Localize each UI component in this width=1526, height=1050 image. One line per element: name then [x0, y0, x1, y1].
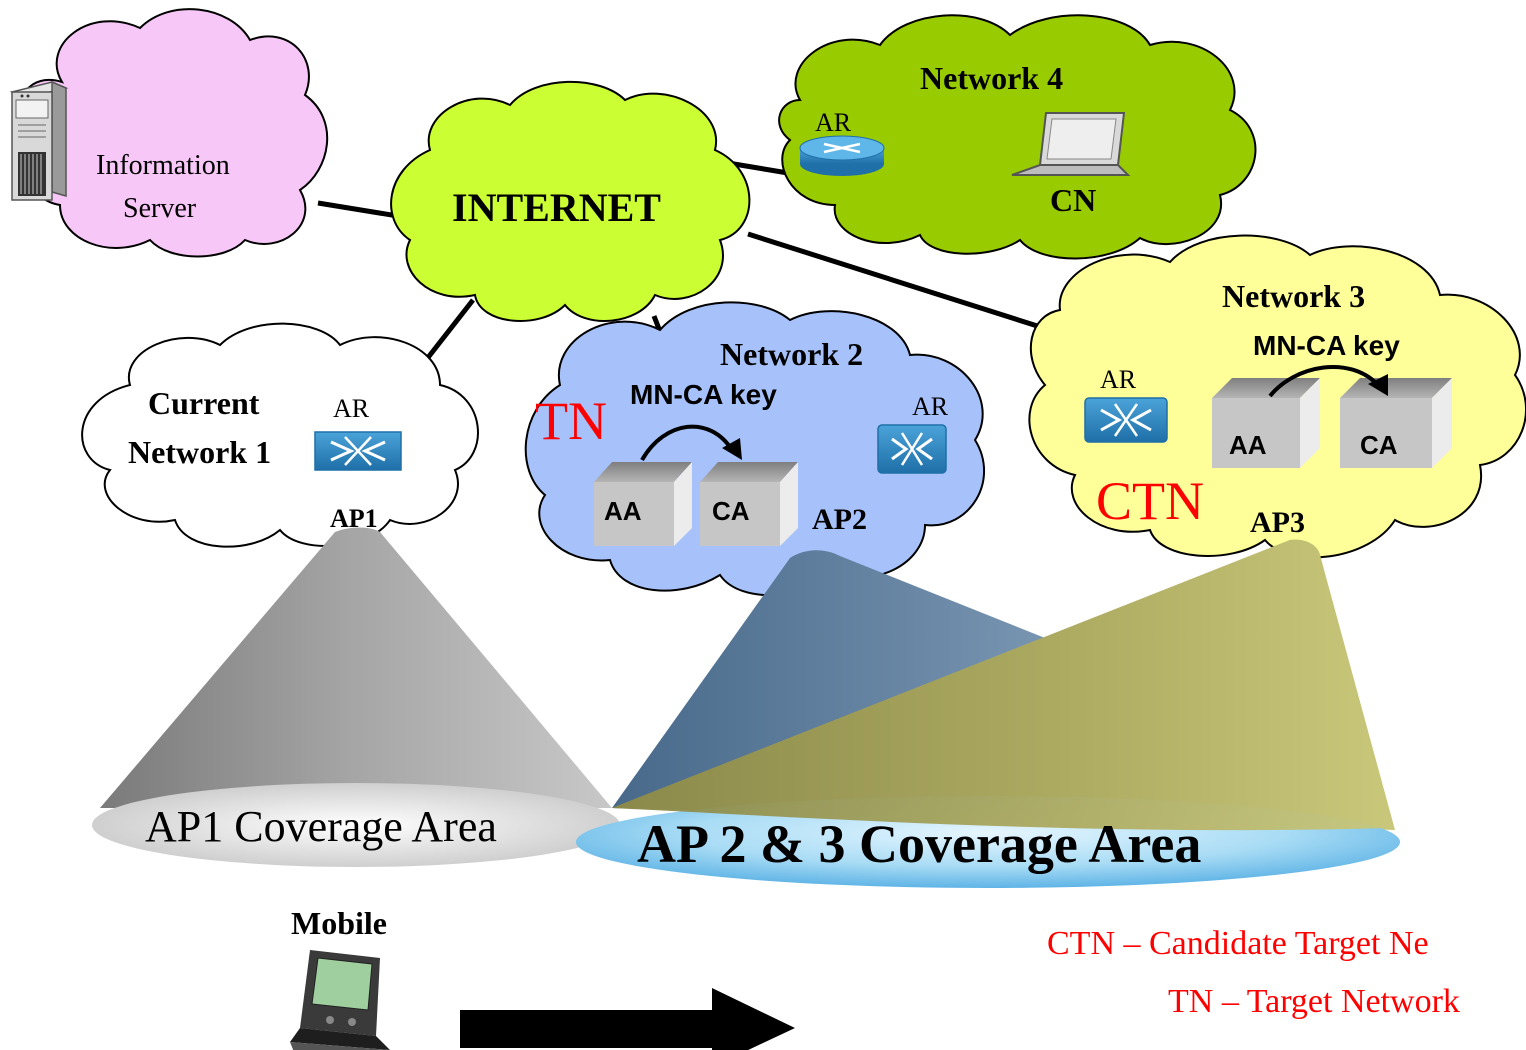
network3-router-icon: [1084, 397, 1168, 443]
internet-label: INTERNET: [452, 185, 661, 230]
network1-cloud: [81, 322, 479, 548]
network3-ca-label: CA: [1360, 430, 1398, 460]
network1-router-label: AR: [333, 394, 370, 423]
network3-router-label: AR: [1100, 365, 1137, 394]
network2-aa-box: [594, 462, 692, 546]
network3-ca-box: [1340, 378, 1452, 468]
network2-aa-label: AA: [604, 496, 642, 526]
ap23-coverage-label: AP 2 & 3 Coverage Area: [637, 814, 1202, 874]
network1-label-line2: Network 1: [128, 434, 272, 470]
network4-label: Network 4: [920, 60, 1064, 96]
info-server-label-line1: Information: [96, 150, 230, 181]
network1-label-line1: Current: [148, 385, 260, 421]
ap3-label: AP3: [1250, 506, 1305, 539]
network4-host-label: CN: [1050, 182, 1097, 218]
mobile-label: Mobile: [291, 905, 387, 941]
ap1-coverage-cone: [100, 527, 612, 808]
ap2-label: AP2: [812, 503, 867, 536]
network3-key-label: MN-CA key: [1253, 330, 1400, 361]
network3-ctn-tag: CTN: [1096, 471, 1204, 531]
server-icon: [9, 80, 69, 201]
link-internet-net3: [747, 231, 1051, 333]
network4-cloud: [778, 14, 1257, 260]
mobile-device-icon: [290, 950, 390, 1050]
network1-router-icon: [314, 431, 402, 471]
network2-label: Network 2: [720, 336, 864, 372]
network3-key-arrow: [1268, 364, 1380, 398]
network3-aa-box: [1212, 378, 1320, 468]
network4-router-label: AR: [815, 108, 852, 137]
network3-aa-label: AA: [1229, 430, 1267, 460]
network3-key-arrowhead: [1368, 374, 1388, 396]
movement-arrow: [460, 988, 795, 1050]
network2-ca-label: CA: [712, 496, 750, 526]
legend-tn: TN – Target Network: [1168, 983, 1460, 1020]
network4-router-icon: [799, 135, 885, 176]
network3-label: Network 3: [1222, 278, 1366, 314]
ap1-coverage-ellipse: [92, 783, 620, 867]
network2-router-label: AR: [912, 392, 949, 421]
network2-key-label: MN-CA key: [630, 379, 777, 410]
info-server-label-line2: Server: [123, 193, 197, 224]
laptop-icon: [1011, 112, 1131, 176]
internet-cloud: [390, 80, 751, 322]
legend-ctn: CTN – Candidate Target Ne: [1047, 925, 1429, 962]
ap1-coverage-label: AP1 Coverage Area: [145, 802, 497, 851]
network2-ca-box: [700, 462, 798, 546]
ap1-label: AP1: [330, 504, 378, 533]
network2-router-icon: [877, 424, 947, 474]
network2-key-arrowhead: [722, 438, 742, 460]
network2-tn-tag: TN: [535, 391, 607, 451]
network2-key-arrow: [640, 424, 734, 461]
